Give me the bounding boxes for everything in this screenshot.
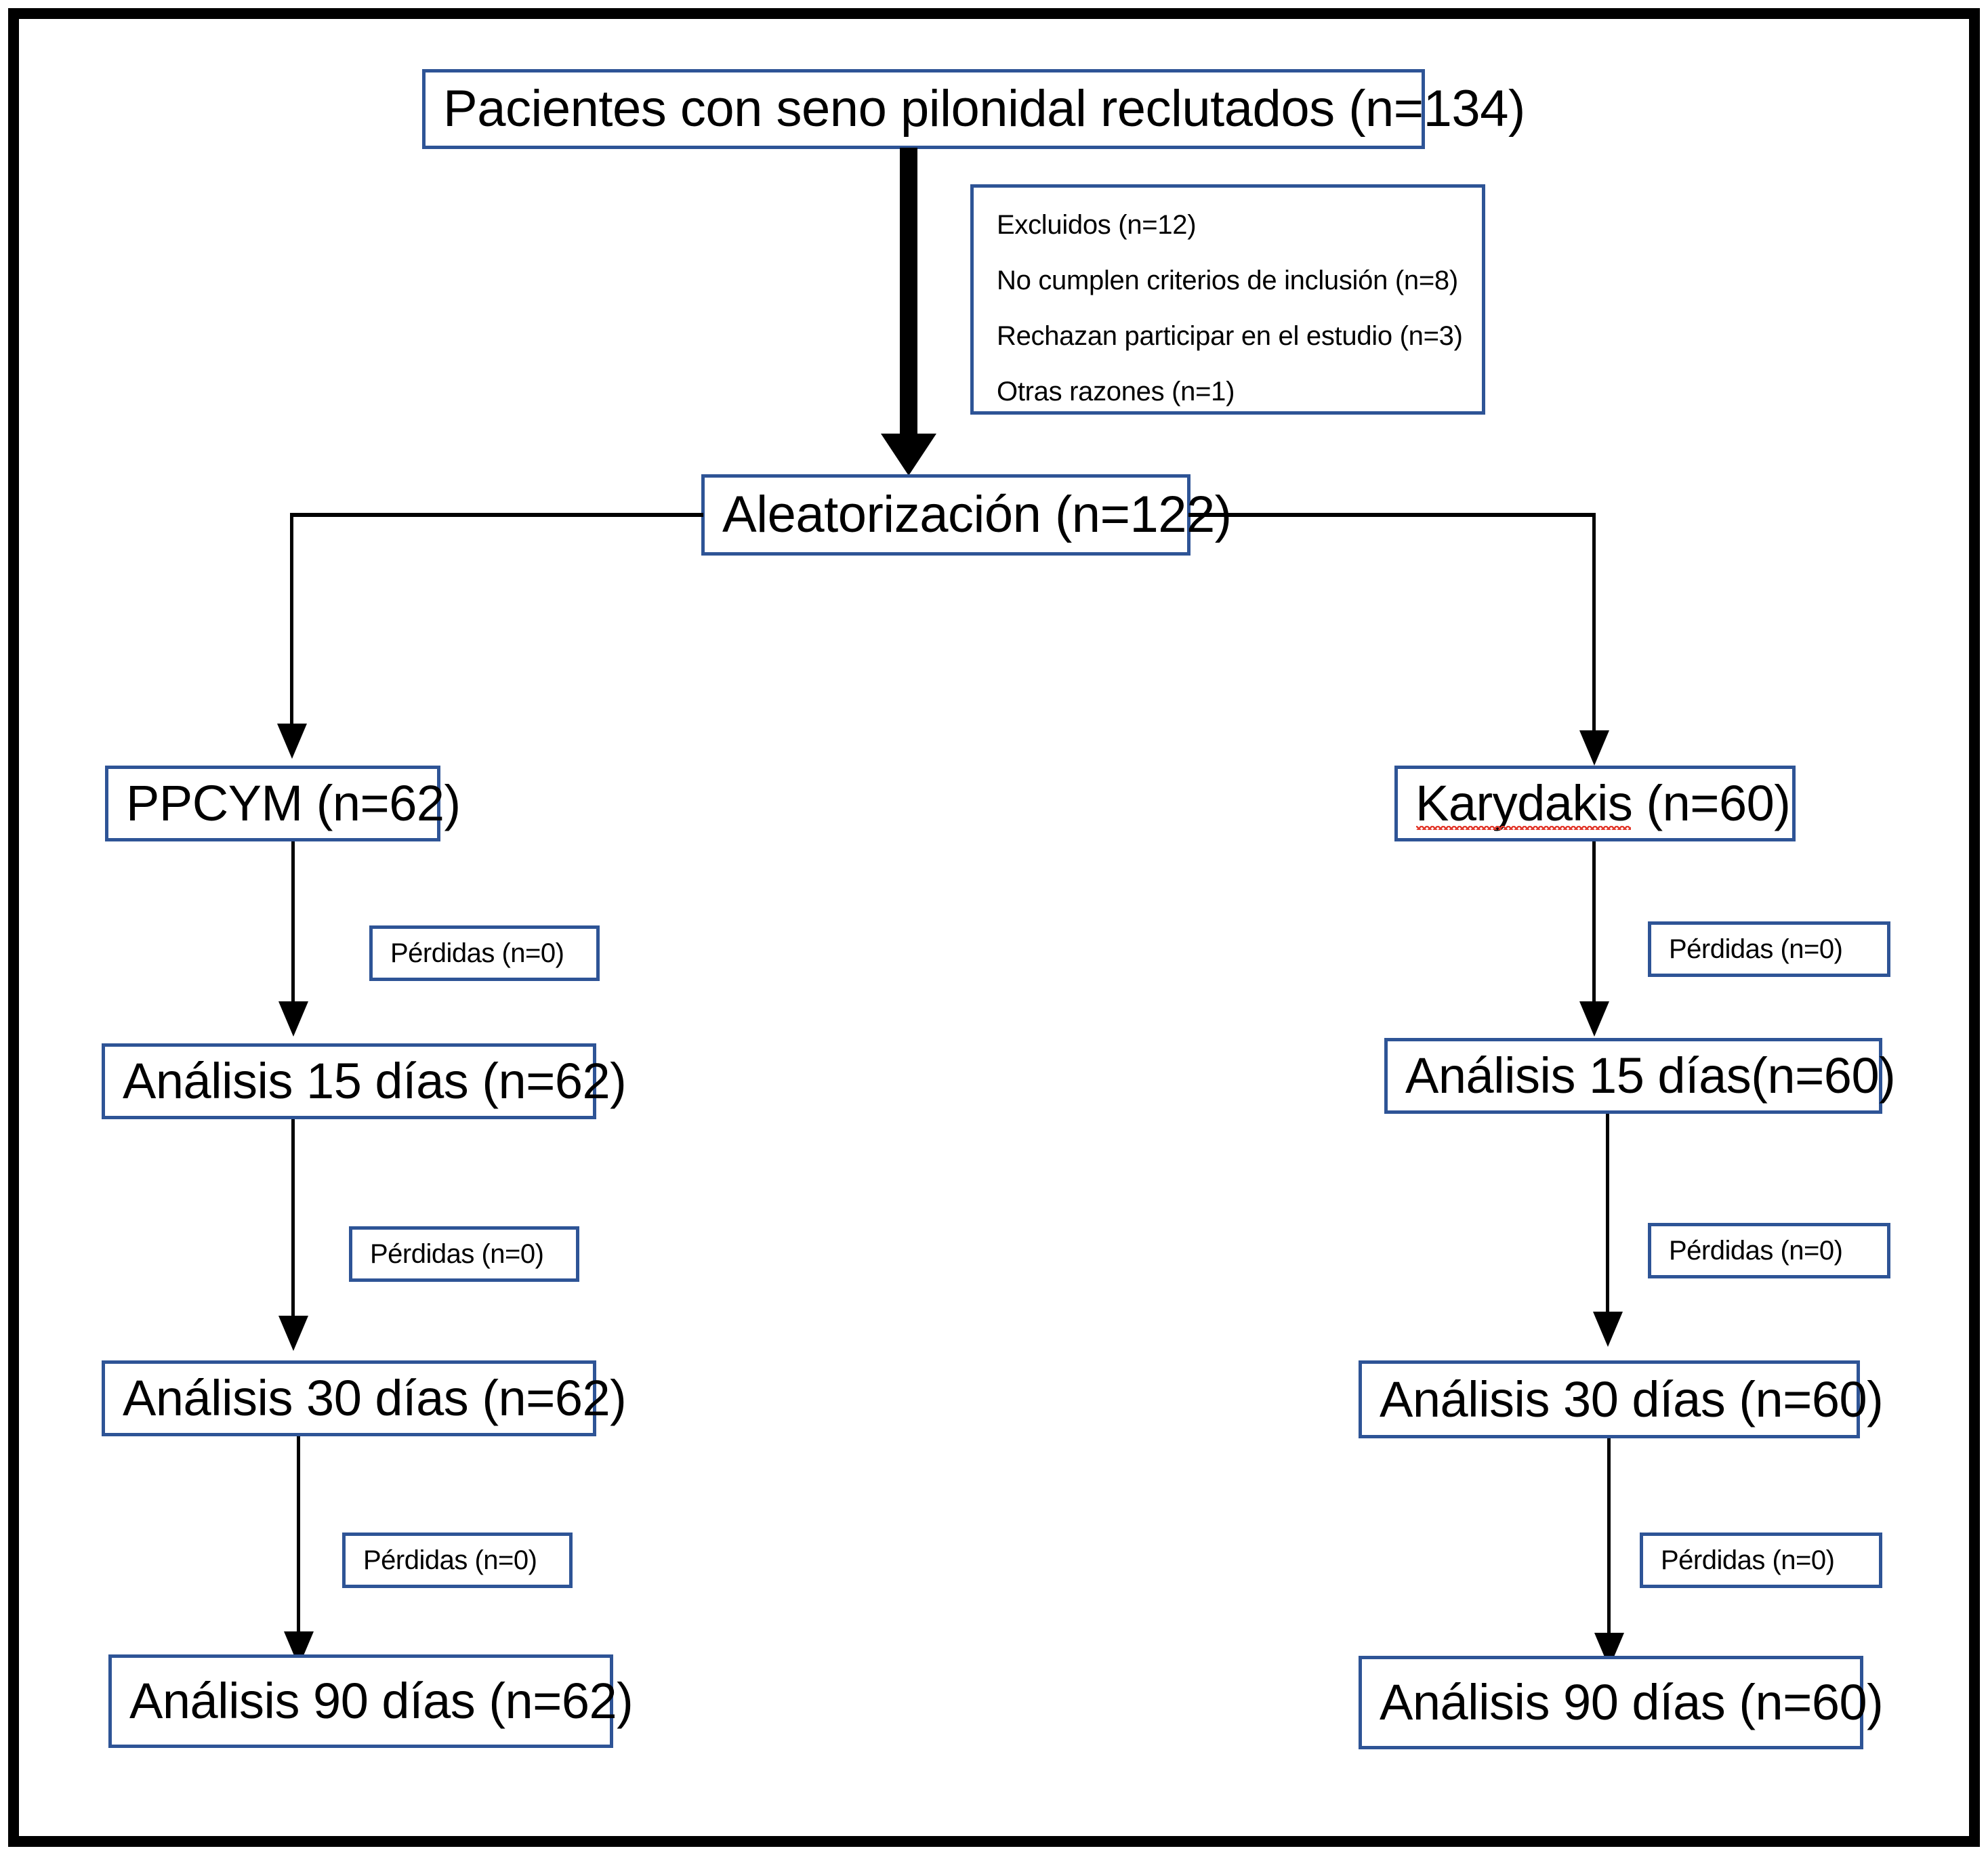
node-right-loss-2-label: Pérdidas (n=0)	[1669, 1236, 1843, 1266]
connector-left-alloc-to-15	[291, 841, 295, 1009]
node-left-analysis-90: Análisis 90 días (n=62)	[108, 1654, 634, 1748]
connector-right-15-to-30-arrowhead	[1593, 1312, 1623, 1347]
node-left-loss-2: Pérdidas (n=0)	[349, 1226, 579, 1282]
node-left-allocation-label: PPCYM (n=62)	[126, 775, 461, 832]
connector-left-15-to-30	[291, 1119, 295, 1324]
connector-left-30-to-90	[297, 1436, 300, 1640]
connector-right-alloc-to-15-arrowhead	[1579, 1001, 1609, 1037]
node-right-loss-3-label: Pérdidas (n=0)	[1661, 1545, 1835, 1575]
node-right-allocation-label: Karydakis (n=60)	[1398, 775, 1791, 832]
node-recruited: Pacientes con seno pilonidal reclutados …	[422, 69, 1525, 149]
node-left-loss-1: Pérdidas (n=0)	[369, 925, 600, 981]
connector-right-15-to-30	[1606, 1114, 1609, 1318]
excluded-row: Excluidos (n=12)	[997, 210, 1197, 240]
node-recruited-label: Pacientes con seno pilonidal reclutados …	[443, 80, 1525, 138]
connector-left-15-to-30-arrowhead	[278, 1316, 308, 1351]
connector-randomization-left-arrowhead	[277, 724, 307, 759]
excluded-row: Rechazan participar en el estudio (n=3)	[997, 321, 1463, 351]
node-right-loss-2: Pérdidas (n=0)	[1648, 1223, 1890, 1278]
node-left-loss-3: Pérdidas (n=0)	[342, 1533, 573, 1588]
node-right-analysis-90: Análisis 90 días (n=60)	[1359, 1656, 1884, 1749]
node-left-analysis-15: Análisis 15 días (n=62)	[102, 1043, 627, 1119]
connector-randomization-right-horizontal	[1188, 513, 1596, 517]
excluded-row: Otras razones (n=1)	[997, 377, 1235, 407]
excluded-row: No cumplen criterios de inclusión (n=8)	[997, 266, 1458, 295]
spellcheck-underlined-word: Karydakis	[1415, 775, 1633, 832]
node-right-loss-3: Pérdidas (n=0)	[1640, 1533, 1882, 1588]
node-right-loss-1-label: Pérdidas (n=0)	[1669, 934, 1843, 964]
node-left-loss-1-label: Pérdidas (n=0)	[390, 938, 564, 968]
node-left-analysis-90-label: Análisis 90 días (n=62)	[129, 1673, 634, 1730]
node-right-analysis-15-label: Análisis 15 días(n=60)	[1405, 1047, 1896, 1104]
connector-right-30-to-90	[1607, 1438, 1611, 1642]
node-excluded: Excluidos (n=12) No cumplen criterios de…	[970, 184, 1485, 415]
connector-randomization-right-arrowhead	[1579, 730, 1609, 766]
node-right-analysis-90-label: Análisis 90 días (n=60)	[1380, 1674, 1884, 1731]
node-right-allocation-count: (n=60)	[1632, 775, 1791, 832]
node-right-analysis-15: Análisis 15 días(n=60)	[1384, 1038, 1896, 1114]
node-randomization: Aleatorización (n=122)	[701, 474, 1232, 556]
node-left-loss-3-label: Pérdidas (n=0)	[363, 1545, 537, 1575]
node-randomization-label: Aleatorización (n=122)	[722, 486, 1232, 544]
connector-randomization-right-vertical	[1592, 513, 1596, 736]
connector-right-alloc-to-15	[1592, 841, 1596, 1009]
node-left-loss-2-label: Pérdidas (n=0)	[370, 1239, 544, 1269]
node-left-allocation: PPCYM (n=62)	[105, 766, 461, 841]
node-left-analysis-30: Análisis 30 días (n=62)	[102, 1360, 627, 1436]
node-left-analysis-30-label: Análisis 30 días (n=62)	[123, 1370, 627, 1427]
connector-randomization-left-horizontal	[290, 513, 703, 517]
node-left-analysis-15-label: Análisis 15 días (n=62)	[123, 1053, 627, 1110]
node-right-loss-1: Pérdidas (n=0)	[1648, 921, 1890, 977]
trunk-arrow-shaft	[900, 148, 917, 439]
trunk-arrow-head	[881, 434, 936, 476]
connector-randomization-left-vertical	[290, 513, 293, 730]
node-right-analysis-30: Análisis 30 días (n=60)	[1359, 1360, 1884, 1438]
connector-left-alloc-to-15-arrowhead	[278, 1001, 308, 1037]
node-right-allocation: Karydakis (n=60)	[1394, 766, 1796, 841]
node-right-analysis-30-label: Análisis 30 días (n=60)	[1380, 1371, 1884, 1427]
